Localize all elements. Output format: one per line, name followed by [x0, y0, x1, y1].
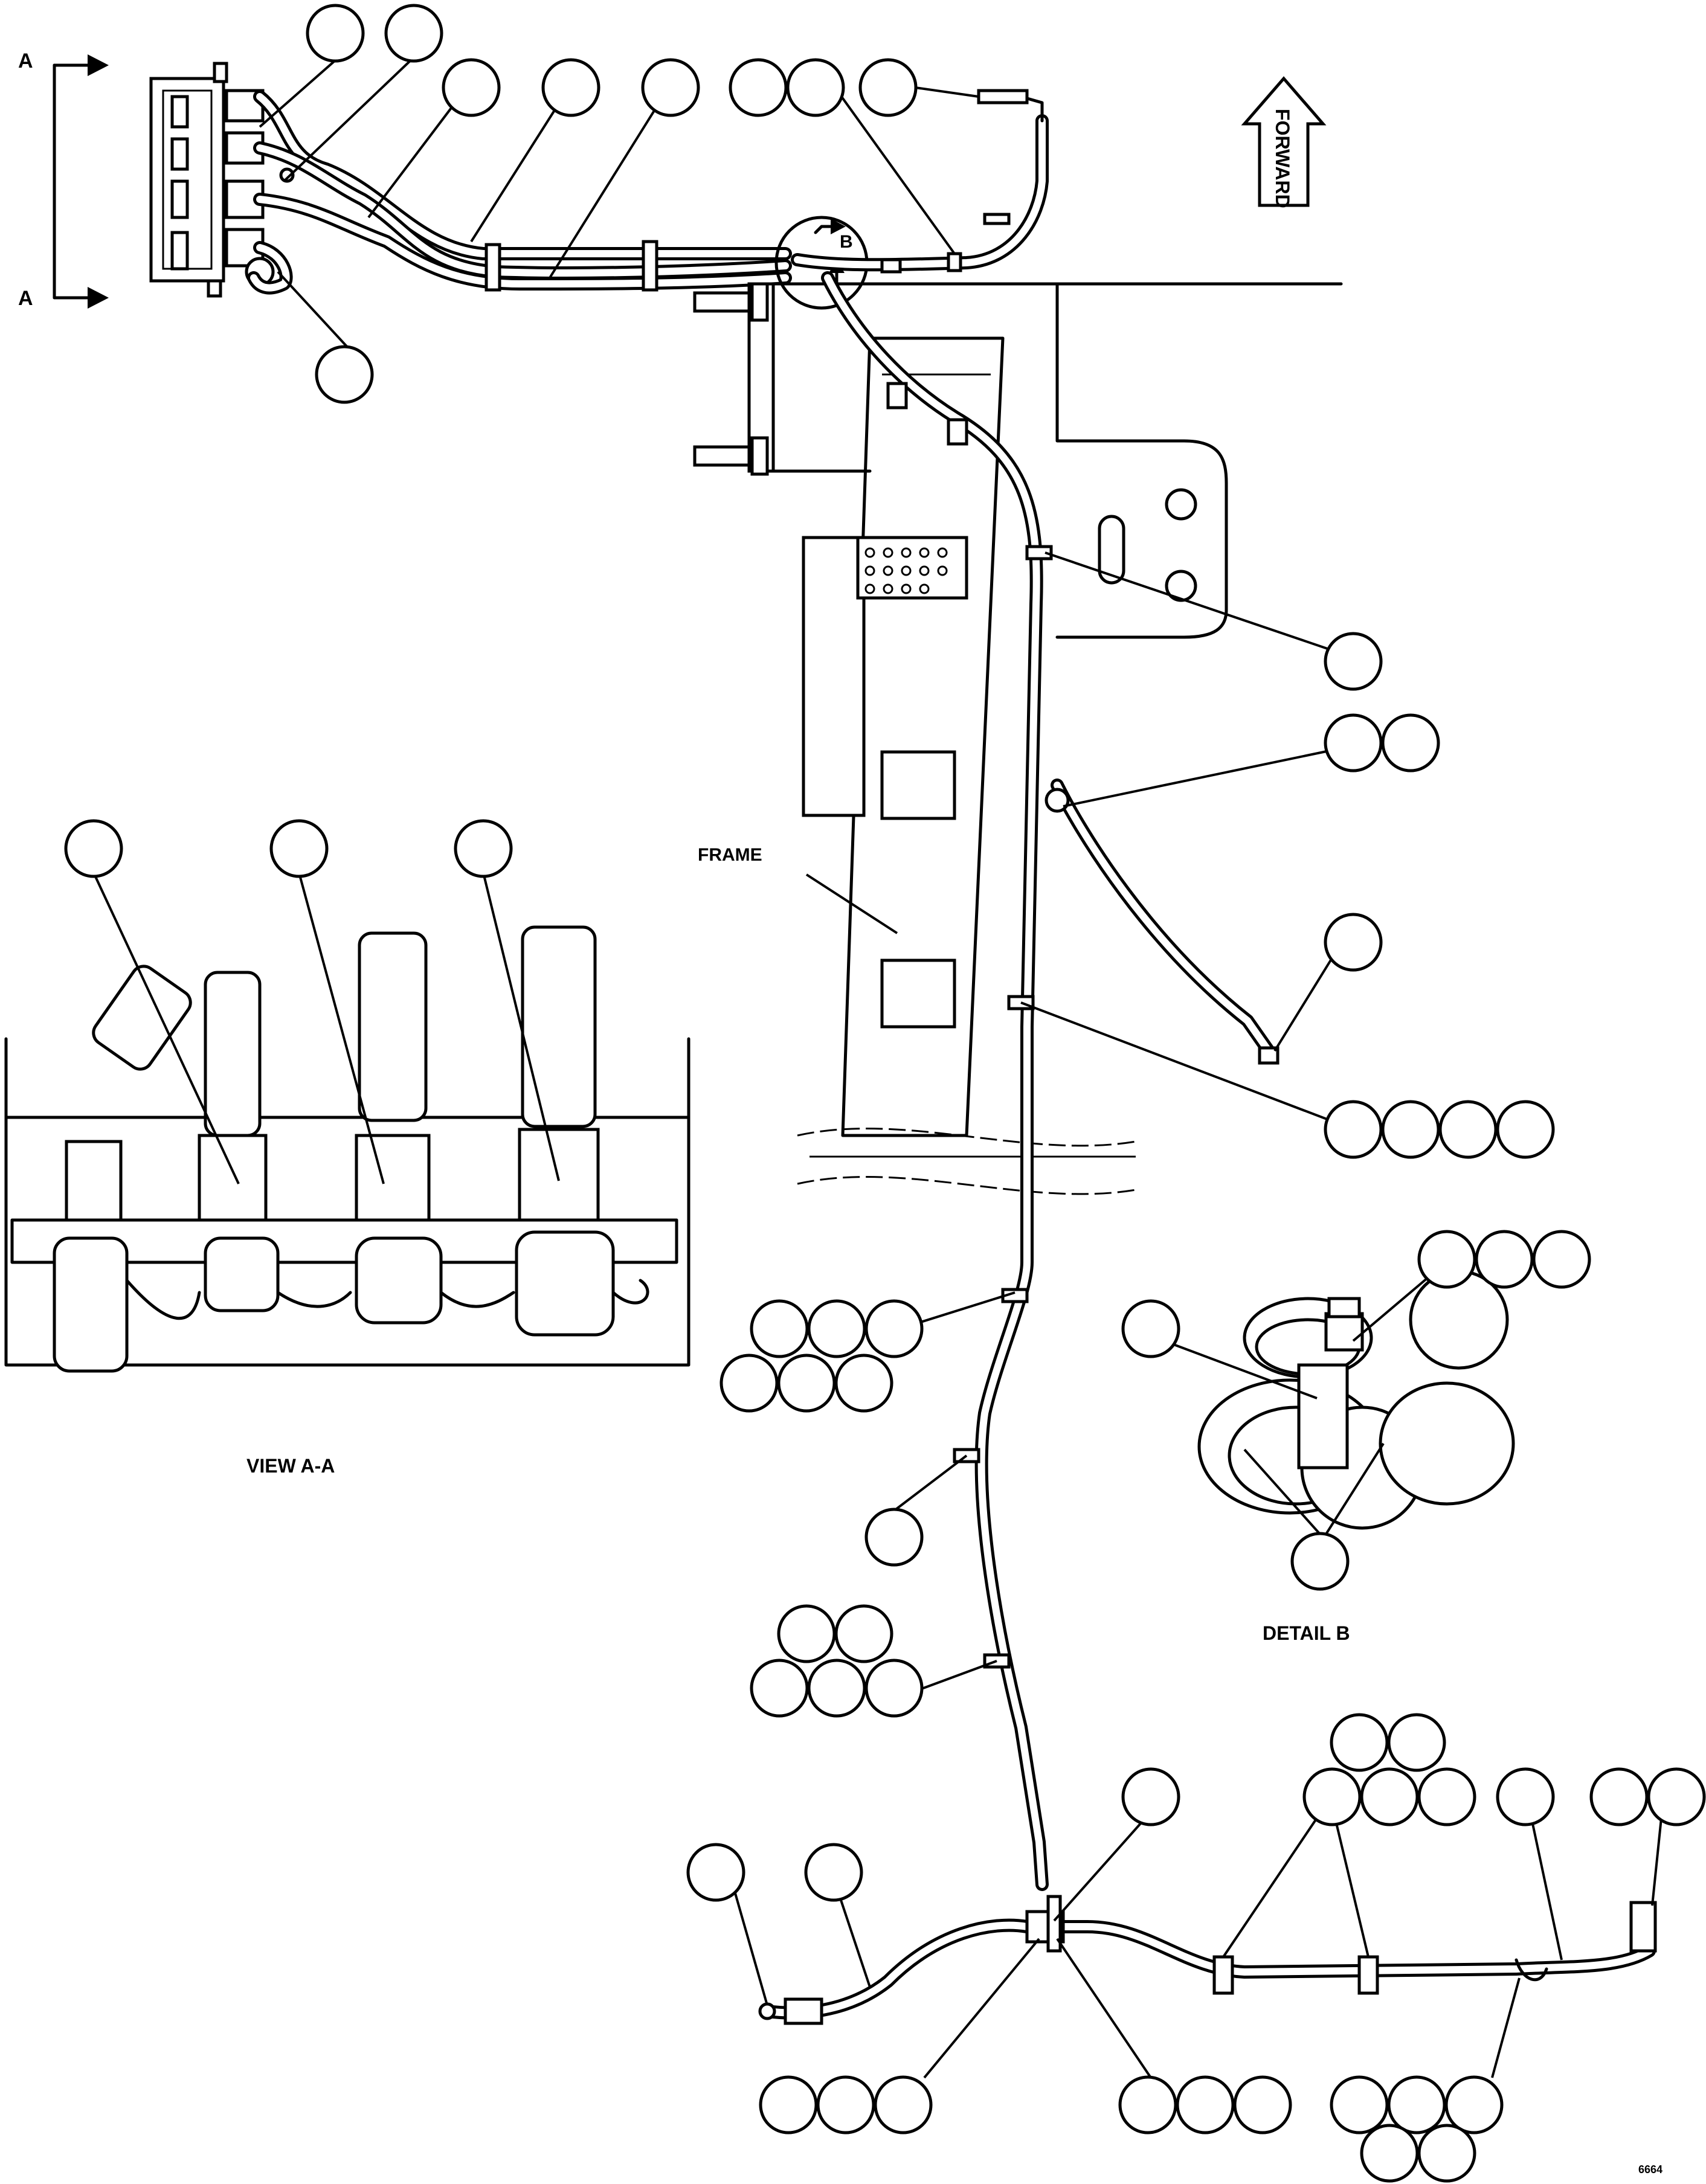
lower-hose-assembly: [758, 1895, 1657, 2025]
frame-label: FRAME: [698, 845, 762, 865]
main-hose-run: [821, 271, 1280, 1891]
figure-id: 6664: [1638, 2163, 1663, 2176]
forward-label: FORWARD: [1272, 109, 1293, 208]
forward-arrow: [1241, 76, 1327, 207]
manifold-hoses: [247, 90, 792, 295]
detail-b-drawing: [1197, 1270, 1515, 1530]
detail-marker: B: [840, 232, 853, 252]
vehicle-frame: [693, 282, 1343, 1195]
view-title: VIEW A-A: [246, 1455, 335, 1477]
junction-detail-b: [774, 89, 1049, 310]
section-cut-line: [53, 54, 109, 309]
callout-bubbles: [64, 4, 1706, 2183]
view-a-a-drawing: [4, 925, 690, 1373]
detail-title: DETAIL B: [1263, 1622, 1350, 1644]
mounting-holes: [864, 547, 948, 594]
section-marker-bottom: A: [18, 287, 33, 310]
section-marker-top: A: [18, 50, 33, 72]
